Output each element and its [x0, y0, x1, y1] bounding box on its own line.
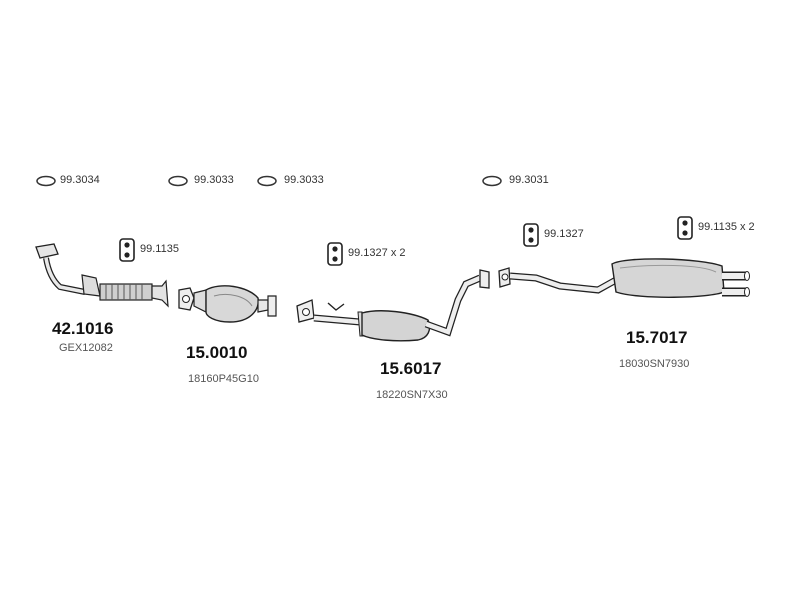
gasket-ring-icon	[168, 175, 188, 187]
part-number: 15.7017	[626, 328, 688, 347]
part-number: 42.1016	[52, 319, 114, 338]
rubber-mount-icon	[523, 223, 539, 247]
gasket-ring-icon	[482, 175, 502, 187]
part-number: 15.6017	[380, 359, 442, 378]
gasket-ring-icon	[36, 175, 56, 187]
front-pipe-illustration	[35, 243, 169, 308]
mount-code-label: 99.1135	[140, 243, 179, 255]
part-number: 15.0010	[186, 343, 248, 362]
rubber-mount-icon	[677, 216, 693, 240]
rubber-mount-icon	[327, 242, 343, 266]
mount-code-label: 99.1135 x 2	[698, 221, 755, 233]
gasket-code-label: 99.3034	[60, 174, 100, 186]
oem-code: 18160P45G10	[188, 373, 259, 385]
mount-code-label: 99.1327	[544, 228, 584, 240]
gasket-code-label: 99.3033	[194, 174, 234, 186]
rubber-mount-icon	[119, 238, 135, 262]
catalytic-converter-illustration	[178, 285, 277, 323]
rear-silencer-illustration	[498, 258, 750, 298]
middle-silencer-illustration	[296, 269, 490, 342]
gasket-code-label: 99.3033	[284, 174, 324, 186]
mount-code-label: 99.1327 x 2	[348, 247, 406, 259]
oem-code: GEX12082	[59, 342, 113, 354]
oem-code: 18030SN7930	[619, 358, 690, 370]
gasket-code-label: 99.3031	[509, 174, 549, 186]
oem-code: 18220SN7X30	[376, 389, 448, 401]
gasket-ring-icon	[257, 175, 277, 187]
